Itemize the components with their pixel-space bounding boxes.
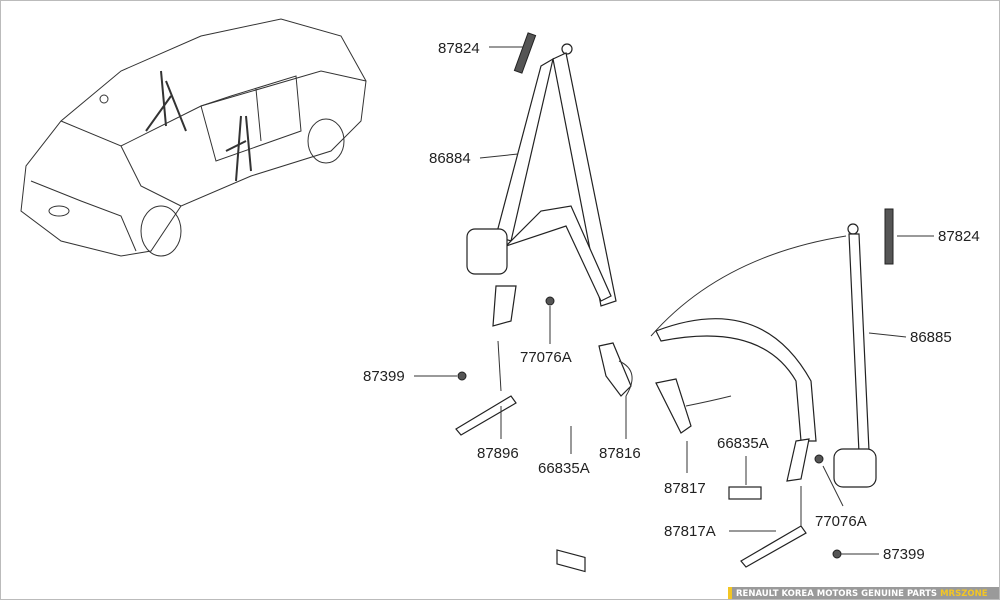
label-87817: 87817 [664, 480, 706, 497]
upper-guide-left [513, 32, 537, 74]
cover-right [728, 486, 762, 500]
label-87896: 87896 [477, 445, 519, 462]
label-86885: 86885 [910, 329, 952, 346]
label-87399-left: 87399 [363, 368, 405, 385]
label-66835a-left: 66835A [538, 460, 590, 477]
label-87824-right: 87824 [938, 228, 980, 245]
banner-accent-bar [728, 587, 732, 599]
right-seat-belt-assembly [650, 208, 894, 568]
label-86884: 86884 [429, 150, 471, 167]
label-87399-right: 87399 [883, 546, 925, 563]
belt-webbing-right [848, 233, 870, 454]
label-87817a: 87817A [664, 523, 716, 540]
buckle-right [655, 378, 692, 434]
label-66835a-right: 66835A [717, 435, 769, 452]
label-87816: 87816 [599, 445, 641, 462]
retractor-left [466, 228, 508, 275]
car-illustration [20, 18, 367, 257]
cover-left [556, 549, 586, 573]
footer-banner: RENAULT KOREA MOTORS GENUINE PARTS MRSZO… [728, 587, 999, 599]
banner-text: RENAULT KOREA MOTORS GENUINE PARTS [736, 589, 938, 599]
banner-brand: MRSZONE [940, 589, 988, 599]
leader-lines [414, 46, 934, 555]
left-seat-belt-assembly [455, 32, 633, 573]
buckle-left [598, 342, 632, 397]
label-77076a-right: 77076A [815, 513, 867, 530]
upper-guide-right [884, 208, 894, 265]
label-77076a-left: 77076A [520, 349, 572, 366]
belt-webbing-left [552, 52, 617, 307]
retractor-right [833, 448, 877, 488]
pretensioner-right [740, 525, 807, 568]
pretensioner-left [455, 395, 517, 436]
label-87824-left: 87824 [438, 40, 480, 57]
